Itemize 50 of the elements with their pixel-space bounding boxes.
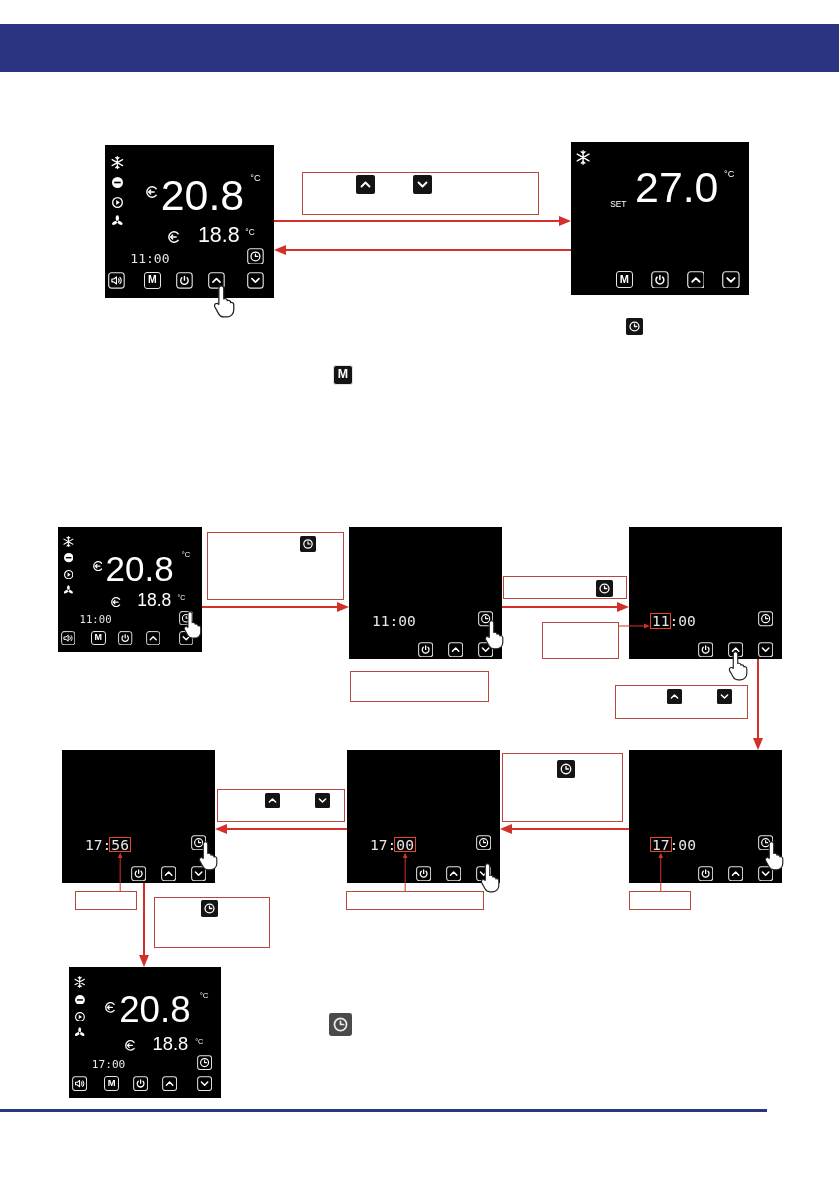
temperature-reading: 20.8 xyxy=(160,174,245,217)
mode-button: M xyxy=(615,270,634,289)
time-readout: 17:00 xyxy=(91,1058,126,1070)
mode-button: M xyxy=(91,630,106,646)
leader-line xyxy=(402,852,408,892)
temperature-reading: 20.8 xyxy=(119,991,191,1029)
set-label: SET xyxy=(610,200,627,209)
display-screen xyxy=(629,750,782,883)
callout-box xyxy=(75,891,137,910)
arrow xyxy=(274,245,572,255)
callout-box xyxy=(154,897,270,948)
arrow xyxy=(273,216,571,226)
callout-box xyxy=(346,891,484,910)
callout-box xyxy=(503,576,627,599)
arrow xyxy=(215,824,348,834)
display-screen xyxy=(571,142,749,295)
arrow xyxy=(201,602,349,612)
display-screen xyxy=(349,527,502,659)
leader-line xyxy=(117,852,123,892)
time-readout: 11:00 xyxy=(79,614,112,626)
leader-line xyxy=(618,623,650,629)
time-readout: 11:00 xyxy=(130,252,170,266)
time-readout: 11:00 xyxy=(371,614,416,629)
unit-label: °C xyxy=(245,227,255,237)
mode-button: M xyxy=(103,1075,120,1091)
display-screen xyxy=(62,750,215,883)
temperature-reading: 20.8 xyxy=(105,550,174,586)
callout-box xyxy=(542,622,619,659)
callout-box xyxy=(502,753,623,822)
callout-box xyxy=(615,685,748,719)
display-screen xyxy=(69,967,221,1098)
leader-line xyxy=(658,852,664,892)
mode-button: M xyxy=(333,365,353,385)
temperature-reading: 18.8 xyxy=(137,592,172,610)
callout-box xyxy=(207,532,344,600)
mode-button: M xyxy=(143,272,161,289)
arrow xyxy=(139,882,149,967)
callout-box xyxy=(629,891,691,910)
temperature-reading: 27.0 xyxy=(635,166,719,210)
callout-box xyxy=(217,789,345,822)
arrow xyxy=(501,602,629,612)
display-screen xyxy=(58,527,202,652)
temperature-reading: 18.8 xyxy=(152,1035,189,1054)
callout-box xyxy=(302,172,539,215)
unit-label: °C xyxy=(250,174,261,184)
unit-label: °C xyxy=(724,169,735,179)
callout-box xyxy=(350,671,489,702)
arrow xyxy=(753,658,763,750)
arrow xyxy=(500,824,630,834)
temperature-reading: 18.8 xyxy=(197,224,240,246)
